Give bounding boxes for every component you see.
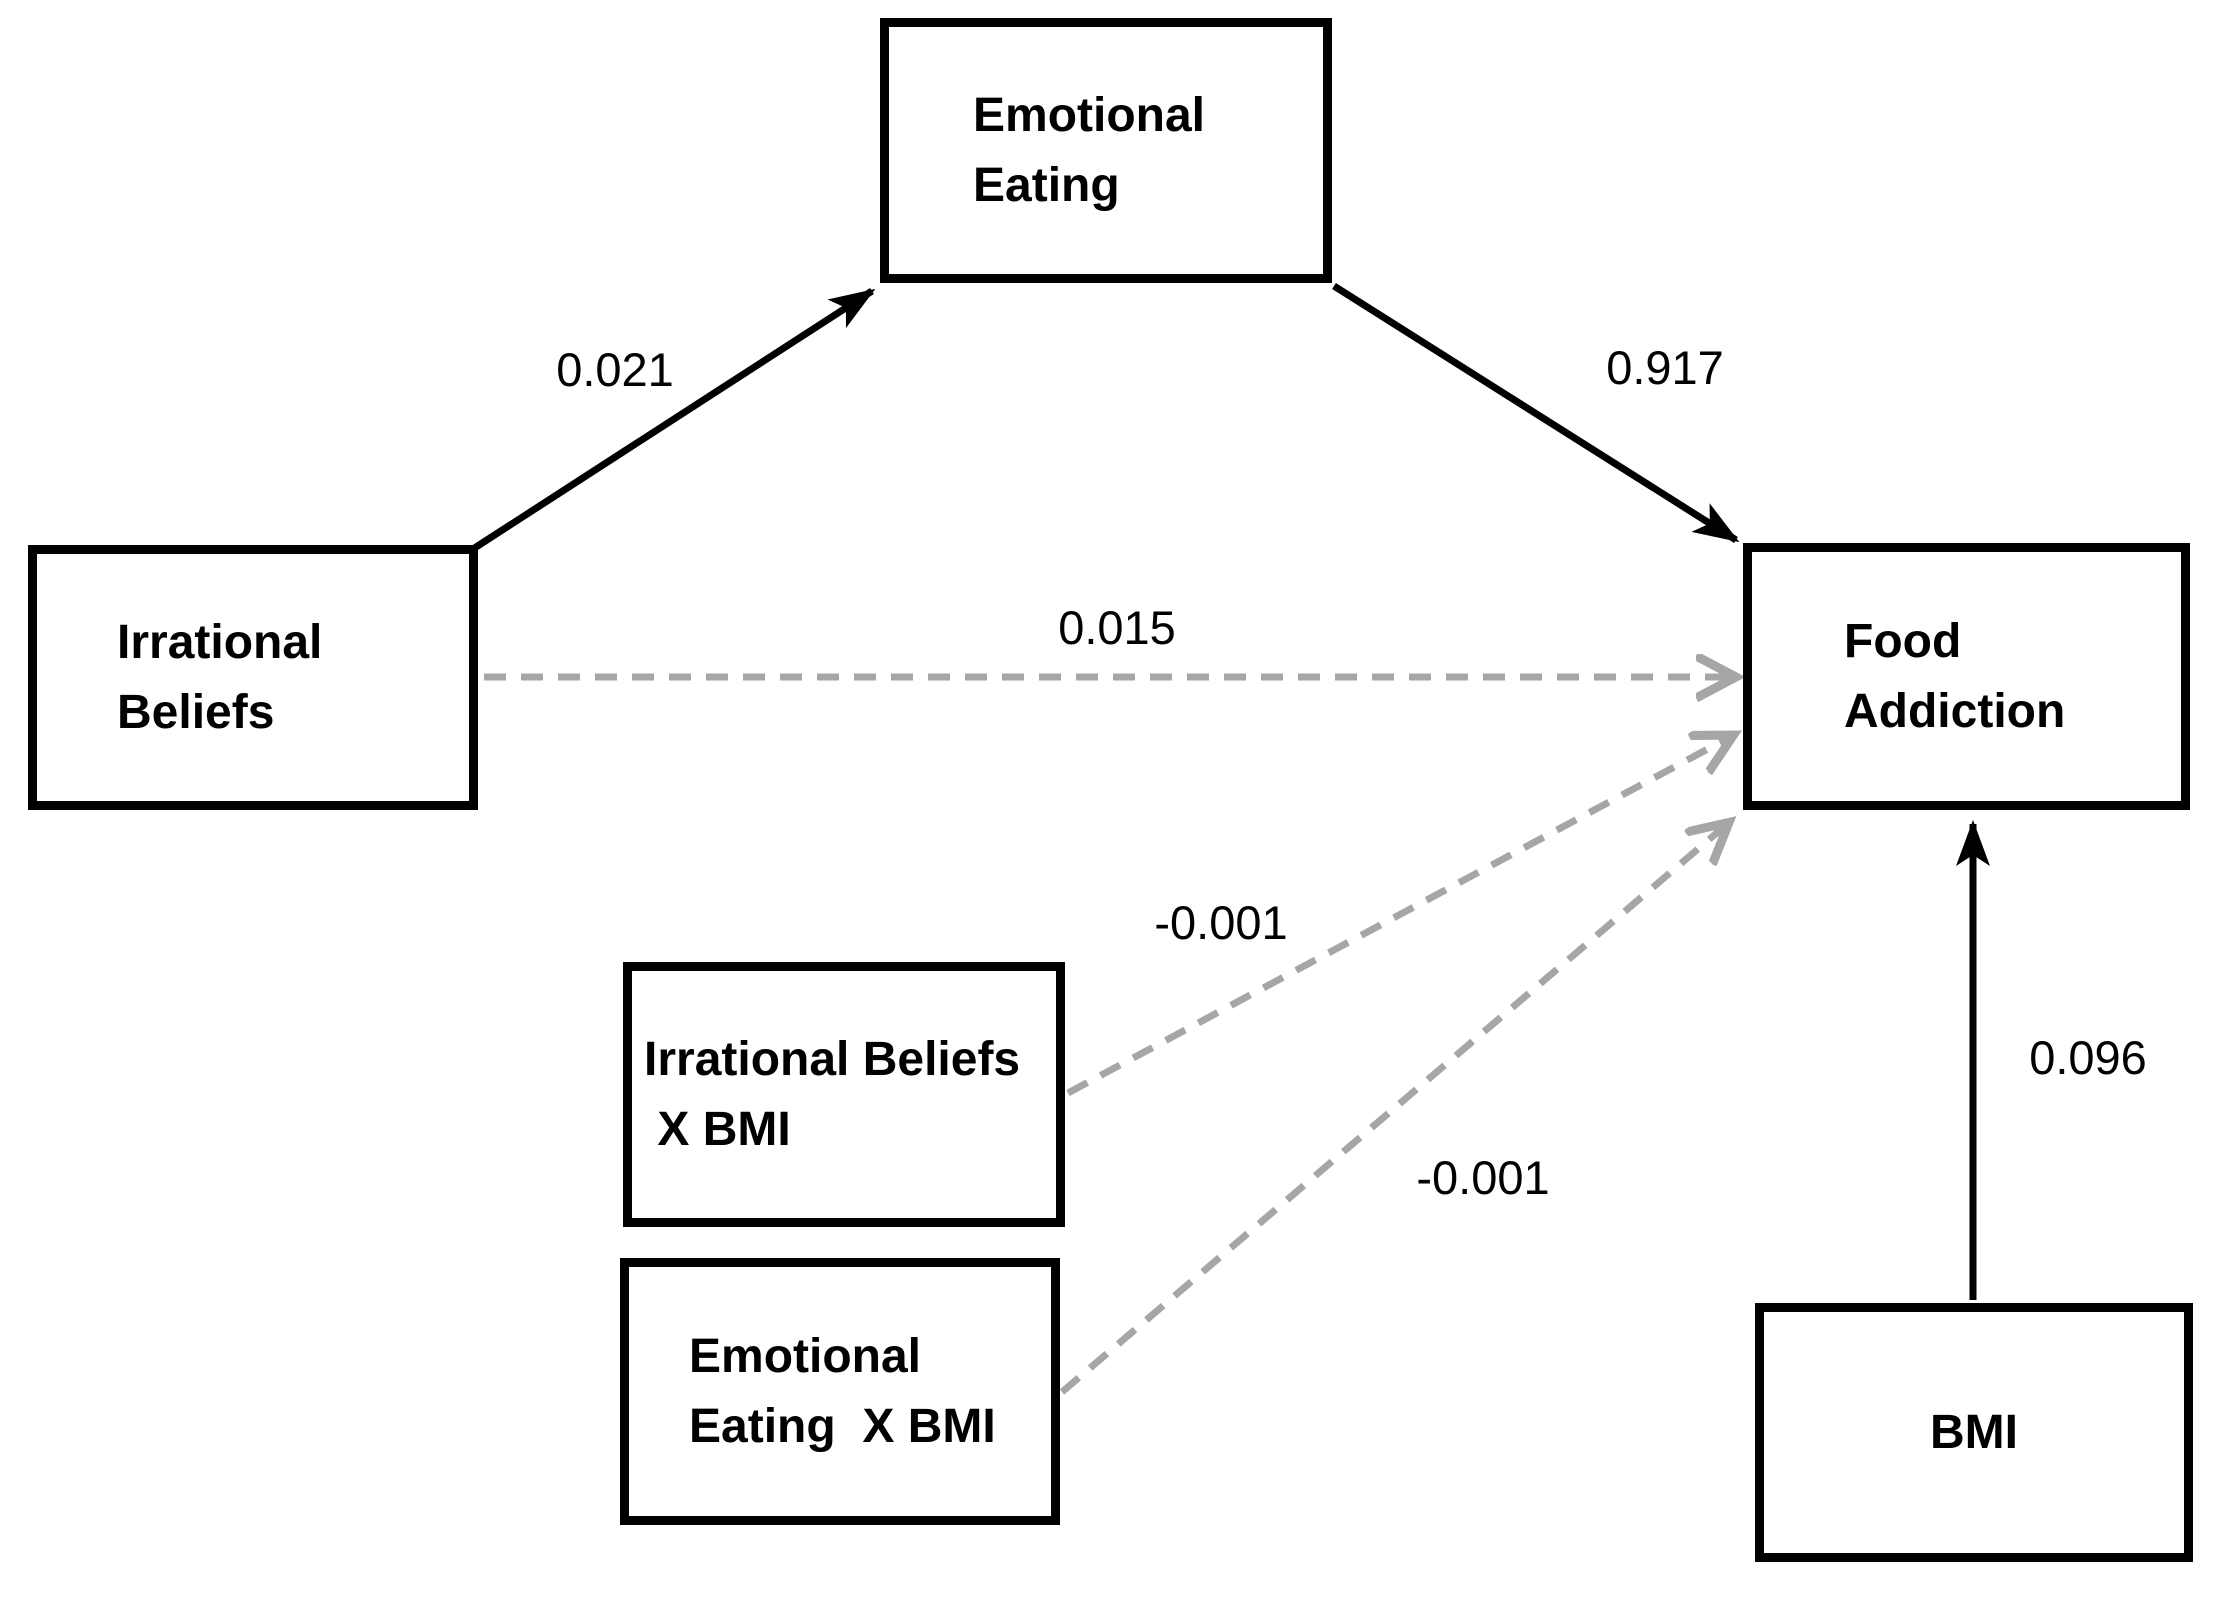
node-irrational-beliefs: Irrational Beliefs (28, 545, 478, 810)
edge-ibxbmi-to-fa (1066, 737, 1730, 1097)
node-food-addiction-label-line2: Addiction (1844, 684, 2066, 738)
coefficient-eexbmi-to-fa: -0.001 (1416, 1151, 1550, 1204)
node-irrational-beliefs-x-bmi: Irrational Beliefs X BMI (623, 962, 1065, 1227)
node-bmi-label: BMI (1930, 1405, 2018, 1459)
node-emotional-eating-label-line2: Eating (973, 158, 1120, 212)
coefficient-ib-to-fa: 0.015 (1058, 601, 1176, 654)
node-irrational-beliefs-x-bmi-label-line1: Irrational Beliefs (644, 1032, 1021, 1086)
node-emotional-eating-x-bmi: Emotional Eating X BMI (620, 1258, 1060, 1525)
coefficient-ibxbmi-to-fa: -0.001 (1154, 896, 1288, 949)
edge-ee-to-fa (1332, 283, 1740, 543)
node-emotional-eating-label-line1: Emotional (973, 88, 1206, 142)
node-emotional-eating-x-bmi-label-line2: Eating X BMI (689, 1399, 996, 1453)
node-emotional-eating: Emotional Eating (880, 18, 1332, 283)
node-food-addiction-label-line1: Food (1844, 614, 1962, 668)
coefficient-ib-to-ee: 0.021 (556, 343, 674, 396)
edge-ib-to-ee (471, 288, 876, 552)
coefficient-ee-to-fa: 0.917 (1606, 341, 1724, 394)
node-irrational-beliefs-x-bmi-label-line2: X BMI (644, 1102, 791, 1156)
node-food-addiction: Food Addiction (1743, 543, 2190, 810)
node-irrational-beliefs-label-line2: Beliefs (117, 685, 275, 739)
coefficient-bmi-to-fa: 0.096 (2029, 1031, 2147, 1084)
node-bmi: BMI (1755, 1303, 2193, 1562)
node-emotional-eating-x-bmi-label-line1: Emotional (689, 1329, 922, 1383)
node-irrational-beliefs-label-line1: Irrational (117, 615, 323, 669)
